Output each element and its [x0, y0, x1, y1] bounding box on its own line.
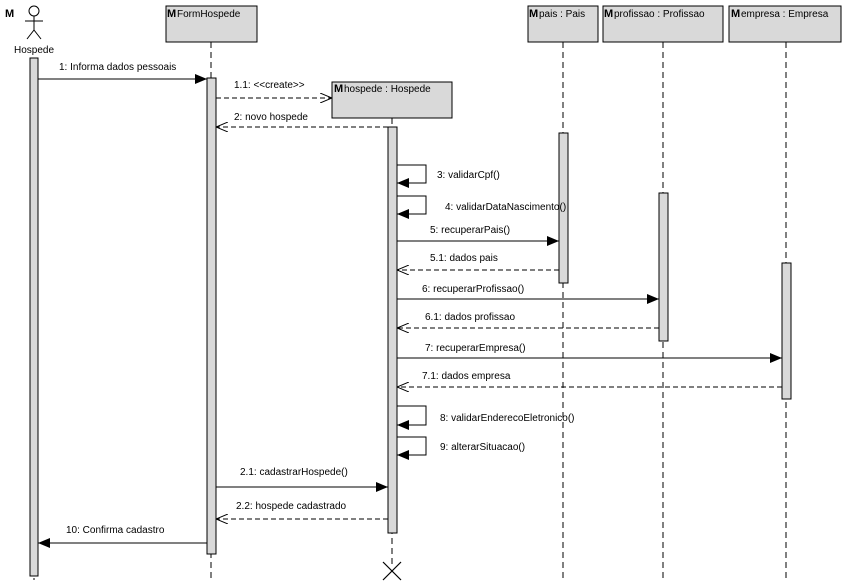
- message-2-2-label: 2.2: hospede cadastrado: [236, 501, 347, 512]
- lifeline-hospede-marker: M: [334, 83, 343, 95]
- message-4-arrow: [397, 195, 427, 219]
- lifeline-form-header[interactable]: M FormHospede: [165, 5, 258, 43]
- lifeline-pais-marker: M: [529, 8, 538, 20]
- lifeline-hospede-label: hospede : Hospede: [344, 84, 431, 95]
- message-8-label: 8: validarEnderecoEletronico(): [440, 413, 575, 424]
- lifeline-empresa-header[interactable]: M empresa : Empresa: [728, 5, 842, 43]
- actor-marker: M: [5, 8, 14, 20]
- activation-profissao: [658, 192, 669, 342]
- message-3-label: 3: validarCpf(): [437, 170, 500, 181]
- message-3-arrow: [397, 164, 427, 188]
- message-5-label: 5: recuperarPais(): [430, 225, 510, 236]
- message-2-1-label: 2.1: cadastrarHospede(): [240, 467, 348, 478]
- lifeline-lines: [33, 42, 787, 580]
- message-9-arrow: [397, 436, 427, 460]
- activation-empresa: [781, 262, 792, 400]
- lifeline-profissao-header[interactable]: M profissao : Profissao: [602, 5, 724, 43]
- message-6-1-label: 6.1: dados profissao: [425, 312, 515, 323]
- lifeline-form-marker: M: [167, 8, 176, 20]
- lifeline-profissao-marker: M: [604, 8, 613, 20]
- message-5-1-label: 5.1: dados pais: [430, 253, 498, 264]
- message-1-label: 1: Informa dados pessoais: [59, 62, 176, 73]
- lifeline-pais-header[interactable]: M pais : Pais: [527, 5, 599, 43]
- activation-bars: [29, 57, 792, 577]
- message-8-arrow: [397, 405, 427, 430]
- message-labels: 1: Informa dados pessoais 1.1: <<create>…: [59, 62, 575, 536]
- actor-name: Hospede: [14, 45, 54, 56]
- message-7-label: 7: recuperarEmpresa(): [425, 343, 526, 354]
- lifeline-empresa-marker: M: [731, 8, 740, 20]
- message-7-1-label: 7.1: dados empresa: [422, 371, 511, 382]
- lifeline-profissao-label: profissao : Profissao: [614, 9, 705, 20]
- destroy-x-icon: [382, 561, 402, 581]
- activation-hospede: [387, 126, 398, 534]
- message-2-label: 2: novo hospede: [234, 112, 308, 123]
- lifeline-empresa-label: empresa : Empresa: [741, 9, 829, 20]
- activation-actor: [29, 57, 39, 577]
- lifeline-pais-label: pais : Pais: [539, 9, 585, 20]
- stick-figure-icon: [25, 5, 43, 40]
- activation-pais: [558, 132, 569, 284]
- message-6-label: 6: recuperarProfissao(): [422, 284, 524, 295]
- messages: [38, 74, 782, 548]
- message-4-label: 4: validarDataNascimento(): [445, 202, 566, 213]
- lifeline-hospede-header[interactable]: M hospede : Hospede: [331, 81, 453, 119]
- lifeline-form-label: FormHospede: [177, 9, 241, 20]
- message-10-label: 10: Confirma cadastro: [66, 525, 165, 536]
- message-1-1-label: 1.1: <<create>>: [234, 80, 305, 91]
- activation-form: [206, 77, 217, 555]
- actor-hospede[interactable]: M Hospede: [5, 5, 54, 56]
- message-9-label: 9: alterarSituacao(): [440, 442, 525, 453]
